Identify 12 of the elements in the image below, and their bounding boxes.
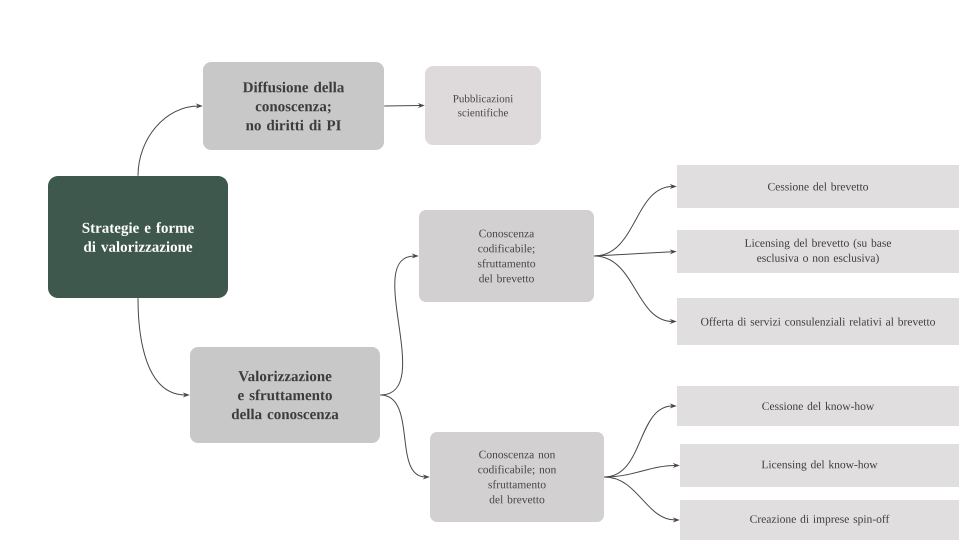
outcome-box: Pubblicazioni scientifiche: [425, 66, 541, 145]
outcome-bar: Offerta di servizi consulenziali relativi al brevetto: [677, 298, 959, 345]
category-box: Conoscenza codificabile; sfruttamento del brevetto: [419, 210, 594, 302]
outcome-bar: Creazione di imprese spin-off: [680, 500, 959, 540]
outcome-bar: Cessione del know-how: [677, 386, 959, 426]
outcome-bar: Licensing del know-how: [680, 444, 959, 487]
outcome-bar: Licensing del brevetto (su base esclusiva o non esclusiva): [677, 230, 959, 273]
category-box: Valorizzazione e sfruttamento della conoscenza: [190, 346, 380, 443]
category-box: Conoscenza non codificabile; non sfruttamento del brevetto: [430, 432, 604, 522]
root-box: Strategie e forme di valorizzazione: [48, 176, 228, 298]
outcome-bar: Cessione del brevetto: [677, 165, 959, 208]
category-box: Diffusione della conoscenza; no diritti di PI: [203, 62, 384, 150]
